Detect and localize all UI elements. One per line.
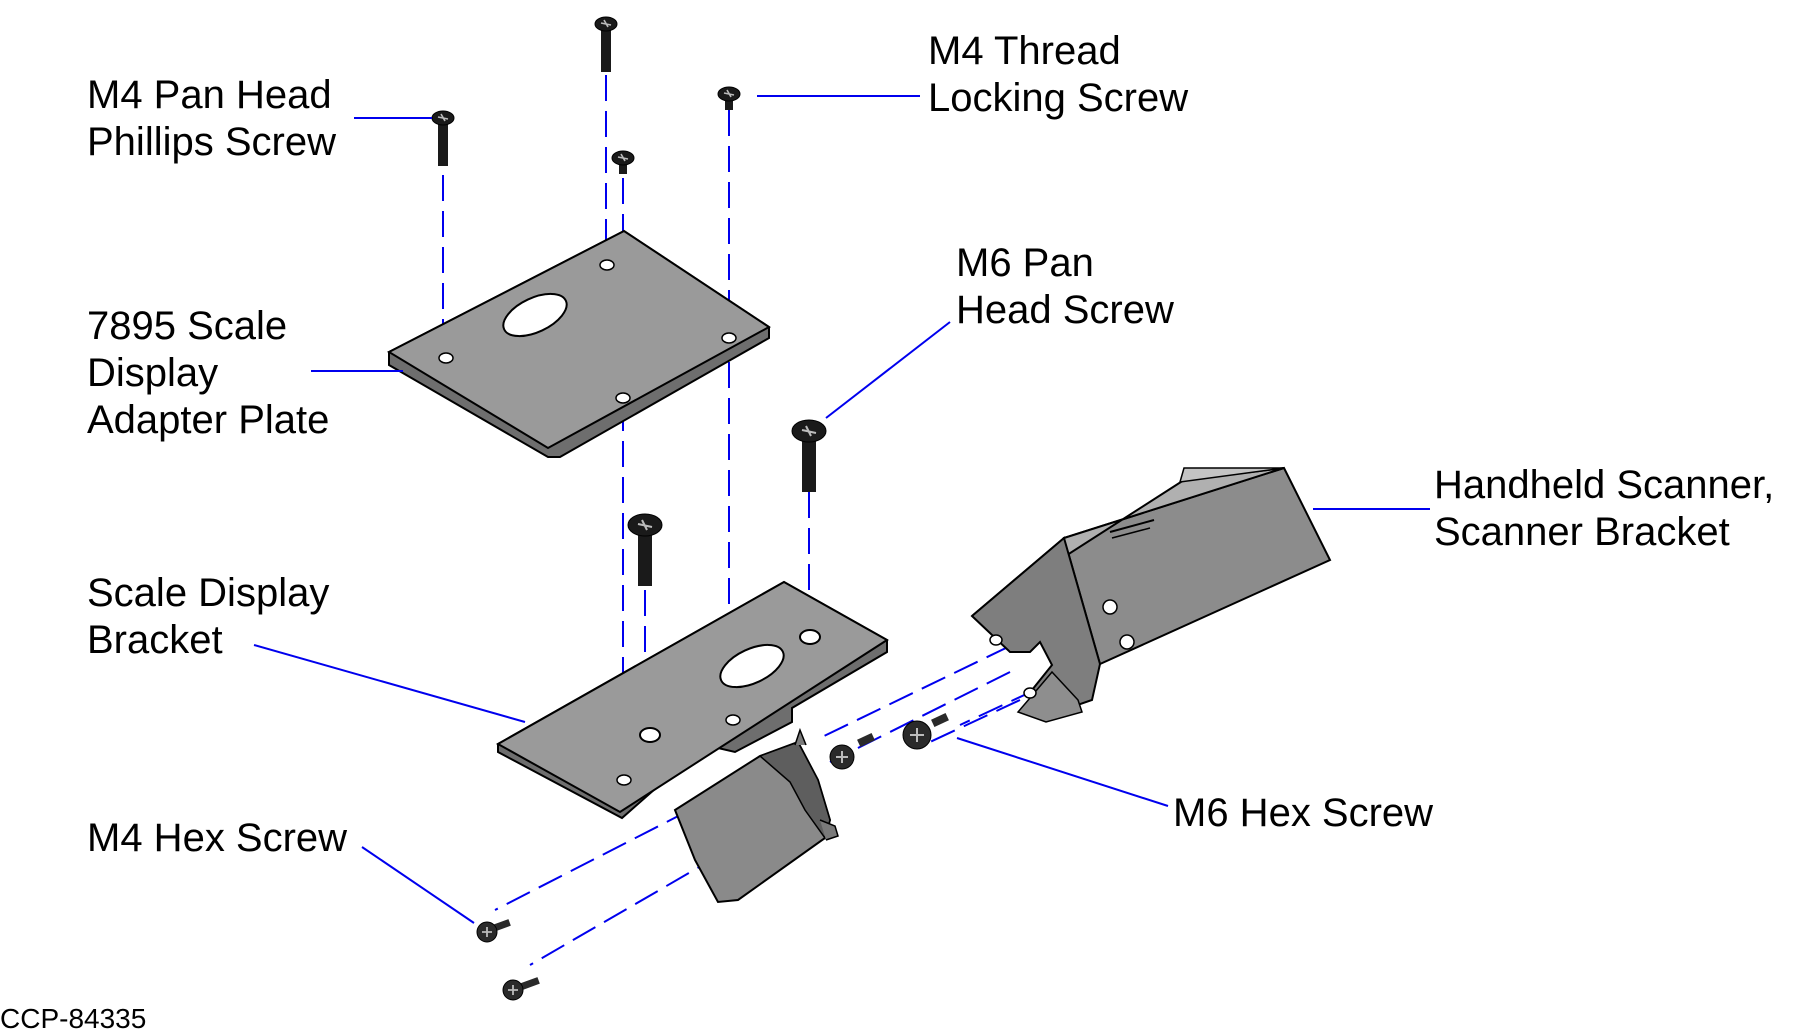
- label-handheld-scanner-bracket: Handheld Scanner, Scanner Bracket: [1434, 462, 1774, 556]
- m6-hex-screw-1: [829, 732, 875, 770]
- m4-hex-screw-1: [476, 919, 511, 943]
- m4-thread-locking-screw-1: [611, 150, 635, 174]
- leader-lines: [253, 95, 1430, 924]
- adapter-plate-slot: [502, 292, 568, 338]
- label-line: Bracket: [87, 618, 223, 662]
- adapter-plate: [386, 229, 771, 458]
- label-m6-pan-head-screw: M6 Pan Head Screw: [956, 240, 1174, 334]
- label-line: M6 Pan: [956, 241, 1094, 285]
- label-m4-hex-screw: M4 Hex Screw: [87, 815, 347, 862]
- label-line: Scale Display: [87, 571, 330, 615]
- label-adapter-plate: 7895 Scale Display Adapter Plate: [87, 303, 329, 444]
- bracket-slot: [719, 643, 785, 689]
- label-m4-pan-head-phillips-screw: M4 Pan Head Phillips Screw: [87, 72, 336, 166]
- m6-hex-screw-2: [902, 712, 949, 750]
- label-line: M4 Hex Screw: [87, 816, 348, 860]
- label-line: M4 Thread: [928, 29, 1121, 73]
- m4-pan-head-screw-1: [431, 110, 455, 166]
- label-line: Display: [87, 351, 219, 395]
- m4-thread-locking-screw-2: [717, 86, 741, 110]
- label-line: Phillips Screw: [87, 120, 336, 164]
- scanner-bracket: [970, 466, 1332, 723]
- m6-pan-head-screw-2: [791, 419, 827, 492]
- label-line: M6 Hex Screw: [1173, 791, 1434, 835]
- label-line: 7895 Scale: [87, 304, 288, 348]
- label-line: M4 Pan Head: [87, 73, 332, 117]
- label-m4-thread-locking-screw: M4 Thread Locking Screw: [928, 28, 1188, 122]
- label-line: Locking Screw: [928, 76, 1189, 120]
- m6-pan-head-screw-1: [627, 513, 663, 586]
- m4-hex-screw-2: [502, 977, 540, 1001]
- label-m6-hex-screw: M6 Hex Screw: [1173, 790, 1433, 837]
- label-scale-display-bracket: Scale Display Bracket: [87, 570, 329, 664]
- label-line: Head Screw: [956, 288, 1174, 332]
- scale-display-bracket: [495, 580, 889, 904]
- m4-pan-head-screw-2: [594, 16, 618, 72]
- label-line: Handheld Scanner,: [1434, 463, 1775, 507]
- label-line: Adapter Plate: [87, 398, 330, 442]
- label-line: Scanner Bracket: [1434, 510, 1730, 554]
- figure-id: CCP-84335: [0, 1003, 147, 1034]
